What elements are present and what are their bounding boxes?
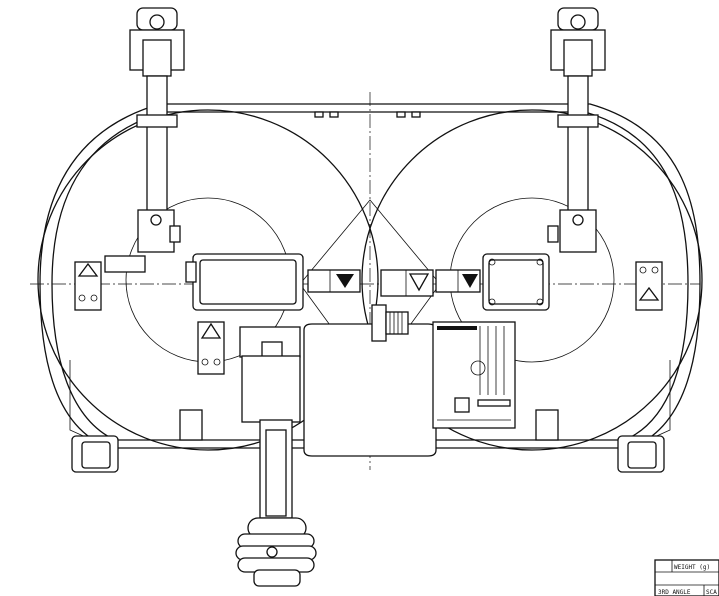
scale-label: SCA <box>706 589 717 596</box>
right-lift-arm <box>547 7 606 253</box>
right-gearbox <box>482 253 550 311</box>
left-lift-arm <box>104 7 185 273</box>
left-rear-wheel <box>71 435 119 473</box>
third-angle-label: 3RD ANGLE <box>658 589 691 596</box>
center-decal-left <box>307 269 361 293</box>
top-bolts <box>314 111 421 118</box>
title-block: WEIGHT (g) 3RD ANGLE SCA <box>654 559 719 596</box>
center-decal-mid <box>380 269 434 297</box>
left-side-decal <box>74 261 102 311</box>
weight-label: WEIGHT (g) <box>674 564 710 571</box>
discharge-slots <box>179 409 559 441</box>
tension-spring <box>371 304 409 342</box>
lower-left-decal <box>197 321 225 375</box>
right-side-decal <box>635 261 663 311</box>
pto-shaft-housing <box>239 326 301 519</box>
left-gearbox <box>185 253 304 311</box>
spec-decal <box>432 321 516 429</box>
center-decal-right <box>435 269 481 293</box>
right-rear-wheel <box>617 435 665 473</box>
deck-cover-plate <box>303 323 437 457</box>
pto-bellows <box>235 517 317 587</box>
